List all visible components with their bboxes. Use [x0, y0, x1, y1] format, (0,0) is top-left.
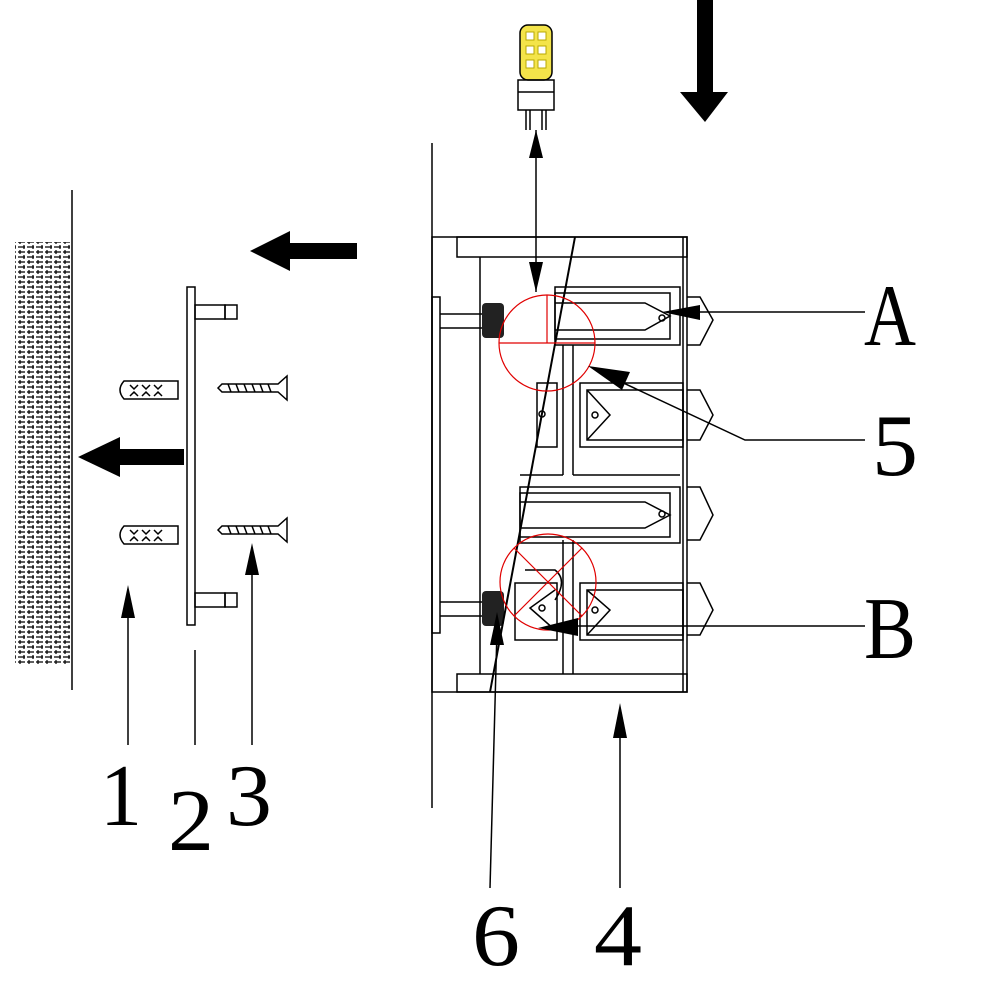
mounting-plate [186, 286, 238, 626]
label-5: 5 [872, 398, 918, 495]
label-2: 2 [168, 773, 214, 870]
label-b: B [864, 581, 916, 678]
crystal-row [554, 286, 714, 346]
g9-bulb-icon [517, 24, 555, 130]
label-a: A [864, 268, 916, 365]
arrow-to-wall-icon [78, 437, 184, 477]
wall [15, 190, 73, 690]
wall-anchors [119, 380, 179, 545]
label-6: 6 [472, 888, 520, 985]
bulb-insert-arrow-icon [529, 130, 543, 292]
wall-fixture [431, 143, 714, 808]
detail-circle-top [498, 294, 596, 392]
detail-circle-bottom [499, 533, 597, 631]
screws [216, 374, 288, 544]
leader-lines [121, 305, 865, 889]
label-3: 3 [226, 748, 272, 845]
arrow-left-icon [250, 231, 357, 271]
arrow-down-icon [680, 0, 728, 122]
label-4: 4 [594, 888, 642, 985]
crystal-row [519, 486, 714, 544]
label-1: 1 [100, 748, 142, 845]
